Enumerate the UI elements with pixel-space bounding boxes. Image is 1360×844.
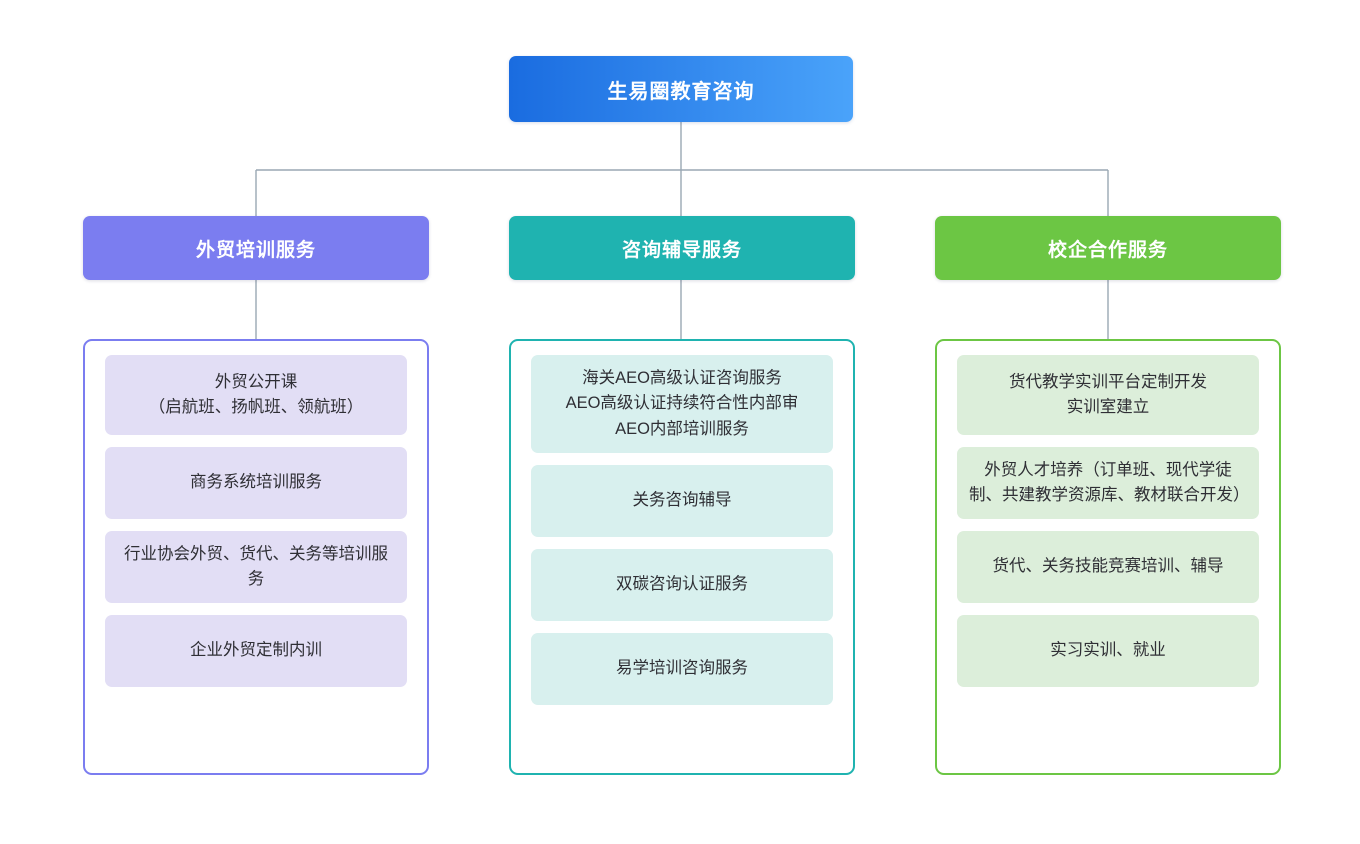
leaf-node-line: 行业协会外贸、货代、关务等培训服务	[124, 544, 388, 588]
leaf-node-line: 货代、关务技能竞赛培训、辅导	[992, 557, 1224, 576]
leaf-node-line: 货代教学实训平台定制开发	[1009, 372, 1207, 391]
leaf-node[interactable]: 实习实训、就业	[957, 615, 1259, 687]
branch-body-2: 货代教学实训平台定制开发实训室建立外贸人才培养（订单班、现代学徒制、共建教学资源…	[935, 339, 1281, 775]
leaf-node[interactable]: 商务系统培训服务	[105, 447, 407, 519]
leaf-node-line: （启航班、扬帆班、领航班）	[148, 398, 364, 416]
root-node-label: 生易圈教育咨询	[607, 80, 755, 103]
branch-column-1: 咨询辅导服务海关AEO高级认证咨询服务 AEO高级认证持续符合性内部审 AEO内部培…	[509, 216, 855, 775]
branch-header-label: 校企合作服务	[1047, 239, 1168, 261]
leaf-node-label: 外贸公开课 （启航班、扬帆班、领航班）	[149, 370, 364, 420]
branch-body-0: 外贸公开课 （启航班、扬帆班、领航班） 商务系统培训服务行业协会外贸、货代、关务等培…	[83, 339, 429, 775]
leaf-node-line: 商务系统培训服务	[190, 473, 322, 492]
leaf-node-line: 实训室建立	[1066, 398, 1150, 416]
leaf-node-label: 关务咨询辅导	[633, 488, 732, 513]
leaf-node[interactable]: 关务咨询辅导	[531, 465, 833, 537]
leaf-node-label: 海关AEO高级认证咨询服务 AEO高级认证持续符合性内部审 AEO内部培训服务	[566, 366, 799, 441]
leaf-node-label: 行业协会外贸、货代、关务等培训服务	[117, 542, 395, 592]
leaf-node-line: AEO高级认证持续符合性内部审	[565, 394, 799, 413]
branch-column-0: 外贸培训服务外贸公开课 （启航班、扬帆班、领航班） 商务系统培训服务行业协会外贸、货…	[83, 216, 429, 775]
branch-header-label: 外贸培训服务	[195, 239, 316, 261]
leaf-node[interactable]: 货代教学实训平台定制开发实训室建立	[957, 355, 1259, 435]
leaf-node-line: 双碳咨询认证服务	[616, 575, 748, 594]
leaf-node-label: 外贸人才培养（订单班、现代学徒制、共建教学资源库、教材联合开发）	[969, 458, 1250, 508]
leaf-node-line: 外贸人才培养（订单班、现代学徒制、共建教学资源库、教材联合开发）	[969, 460, 1250, 504]
leaf-node-label: 双碳咨询认证服务	[616, 572, 748, 597]
leaf-node[interactable]: 易学培训咨询服务	[531, 633, 833, 705]
leaf-node[interactable]: 海关AEO高级认证咨询服务 AEO高级认证持续符合性内部审 AEO内部培训服务	[531, 355, 833, 453]
leaf-node-label: 商务系统培训服务	[190, 470, 322, 495]
leaf-node[interactable]: 外贸公开课 （启航班、扬帆班、领航班）	[105, 355, 407, 435]
branch-column-2: 校企合作服务货代教学实训平台定制开发实训室建立外贸人才培养（订单班、现代学徒制、…	[935, 216, 1281, 775]
branch-header-1[interactable]: 咨询辅导服务	[509, 216, 855, 280]
branch-header-0[interactable]: 外贸培训服务	[83, 216, 429, 280]
leaf-node[interactable]: 货代、关务技能竞赛培训、辅导	[957, 531, 1259, 603]
leaf-node-label: 货代教学实训平台定制开发实训室建立	[1009, 370, 1207, 420]
leaf-node-label: 实习实训、就业	[1050, 638, 1166, 663]
leaf-node[interactable]: 外贸人才培养（订单班、现代学徒制、共建教学资源库、教材联合开发）	[957, 447, 1259, 519]
leaf-node-line: 海关AEO高级认证咨询服务	[582, 369, 782, 388]
leaf-node-line: 外贸公开课	[214, 372, 298, 391]
leaf-node-line: 易学培训咨询服务	[616, 659, 748, 678]
leaf-node[interactable]: 行业协会外贸、货代、关务等培训服务	[105, 531, 407, 603]
leaf-node-label: 企业外贸定制内训	[190, 638, 322, 663]
branch-header-label: 咨询辅导服务	[621, 239, 742, 261]
leaf-node-label: 易学培训咨询服务	[616, 656, 748, 681]
branch-body-1: 海关AEO高级认证咨询服务 AEO高级认证持续符合性内部审 AEO内部培训服务关务咨…	[509, 339, 855, 775]
leaf-node-line: 企业外贸定制内训	[190, 641, 322, 660]
leaf-node[interactable]: 双碳咨询认证服务	[531, 549, 833, 621]
root-node[interactable]: 生易圈教育咨询	[509, 56, 853, 122]
leaf-node-label: 货代、关务技能竞赛培训、辅导	[993, 554, 1224, 579]
leaf-node-line: AEO内部培训服务	[615, 419, 749, 438]
leaf-node[interactable]: 企业外贸定制内训	[105, 615, 407, 687]
branch-header-2[interactable]: 校企合作服务	[935, 216, 1281, 280]
leaf-node-line: 实习实训、就业	[1050, 641, 1166, 660]
leaf-node-line: 关务咨询辅导	[632, 491, 732, 510]
